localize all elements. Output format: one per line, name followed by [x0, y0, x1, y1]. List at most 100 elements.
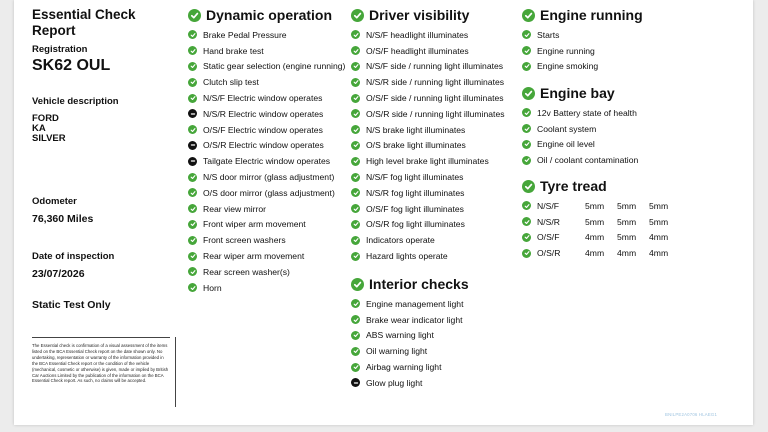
check-item-label: Engine running — [537, 45, 595, 56]
check-item: N/S/F fog light illuminates — [351, 169, 505, 185]
vehicle-model: KA — [32, 123, 46, 134]
check-item-label: O/S brake light illuminates — [366, 140, 466, 151]
check-icon — [188, 46, 197, 56]
check-item: High level brake light illuminates — [351, 153, 505, 169]
tyre-position: O/S/F — [537, 232, 560, 243]
check-item-label: N/S/F Electric window operates — [203, 93, 323, 104]
check-item-label: Glow plug light — [366, 377, 423, 388]
section-title: Driver visibility — [369, 7, 470, 23]
check-item-label: N/S/R Electric window operates — [203, 108, 324, 119]
check-icon — [188, 125, 197, 135]
tread-depth: 4mm — [649, 248, 669, 259]
check-item: O/S/F side / running light illuminates — [351, 90, 505, 106]
check-item-label: 12v Battery state of health — [537, 107, 637, 118]
vehicle-make: FORD — [32, 113, 59, 124]
check-item: Front screen washers — [188, 232, 345, 248]
section-title: Tyre tread — [540, 178, 607, 194]
tread-depth: 5mm — [585, 200, 605, 211]
check-item: Coolant system — [522, 121, 638, 137]
section-title: Engine running — [540, 7, 643, 23]
check-icon — [522, 232, 531, 242]
report-page: Essential Check Report Registration SK62… — [14, 0, 753, 425]
check-item-label: N/S/F side / running light illuminates — [366, 61, 504, 72]
check-icon — [351, 330, 360, 340]
check-icon — [351, 156, 360, 166]
check-item-label: Coolant system — [537, 123, 597, 134]
check-item: Tailgate Electric window operates — [188, 153, 345, 169]
tread-depth: 5mm — [617, 200, 637, 211]
check-icon — [188, 172, 197, 182]
check-icon — [351, 46, 360, 56]
check-icon — [522, 124, 531, 134]
check-item-label: N/S/F headlight illuminates — [366, 29, 469, 40]
check-icon — [351, 277, 364, 291]
check-item-label: N/S/R side / running light illuminates — [366, 77, 505, 88]
tread-depth: 5mm — [617, 216, 637, 227]
check-item-label: High level brake light illuminates — [366, 156, 489, 167]
check-icon — [188, 77, 197, 87]
check-item: O/S brake light illuminates — [351, 138, 505, 154]
check-icon — [522, 217, 531, 227]
tread-depth: 4mm — [585, 248, 605, 259]
registration-label: Registration — [32, 44, 88, 55]
check-icon — [351, 140, 360, 150]
check-icon — [522, 86, 535, 100]
check-item: Rear screen washer(s) — [188, 264, 345, 280]
check-icon — [188, 188, 197, 198]
check-item-label: Indicators operate — [366, 235, 435, 246]
check-item-label: Front wiper arm movement — [203, 219, 306, 230]
check-item-label: Tailgate Electric window operates — [203, 156, 331, 167]
check-item: ABS warning light — [351, 328, 469, 344]
check-icon — [188, 8, 201, 22]
check-item: Brake wear indicator light — [351, 312, 469, 328]
check-item: O/S/R Electric window operates — [188, 138, 345, 154]
check-icon — [188, 204, 197, 214]
check-item: Engine smoking — [522, 59, 643, 75]
disclaimer-text: The Essential check is confirmation of a… — [32, 343, 169, 384]
registration-value: SK62 OUL — [32, 57, 111, 74]
check-icon — [522, 155, 531, 165]
check-icon — [522, 30, 531, 40]
check-item: O/S/F headlight illuminates — [351, 43, 505, 59]
check-icon — [351, 219, 360, 229]
minus-icon — [188, 109, 197, 119]
tread-depth: 5mm — [649, 200, 669, 211]
check-icon — [351, 30, 360, 40]
check-item: N/S door mirror (glass adjustment) — [188, 169, 345, 185]
odometer-label: Odometer — [32, 196, 77, 207]
report-title: Essential Check Report — [32, 7, 136, 38]
section-title: Interior checks — [369, 276, 469, 292]
check-item-label: N/S/R fog light illuminates — [366, 187, 465, 198]
check-icon — [351, 251, 360, 261]
check-item: N/S/F headlight illuminates — [351, 27, 505, 43]
check-item-label: O/S/F Electric window operates — [203, 124, 323, 135]
check-icon — [188, 30, 197, 40]
check-item-label: ABS warning light — [366, 330, 434, 341]
check-item-label: Oil warning light — [366, 346, 428, 357]
check-item-label: Front screen washers — [203, 235, 286, 246]
check-icon — [351, 109, 360, 119]
check-icon — [351, 188, 360, 198]
check-item-label: Clutch slip test — [203, 77, 259, 88]
tyre-position: O/S/R — [537, 248, 561, 259]
tyre-position: N/S/R — [537, 216, 560, 227]
check-item-label: Starts — [537, 29, 560, 40]
tread-depth: 4mm — [585, 232, 605, 243]
check-item-label: Brake Pedal Pressure — [203, 29, 287, 40]
minus-icon — [188, 140, 197, 150]
check-item-label: Rear wiper arm movement — [203, 251, 305, 262]
check-item-label: Static gear selection (engine running) — [203, 61, 346, 72]
check-icon — [522, 8, 535, 22]
check-item: Horn — [188, 280, 345, 296]
check-item-label: Horn — [203, 282, 222, 293]
tread-depth: 5mm — [585, 216, 605, 227]
check-icon — [351, 93, 360, 103]
disclaimer-divider — [32, 337, 170, 338]
check-item-label: Rear screen washer(s) — [203, 266, 290, 277]
check-item: Oil warning light — [351, 343, 469, 359]
